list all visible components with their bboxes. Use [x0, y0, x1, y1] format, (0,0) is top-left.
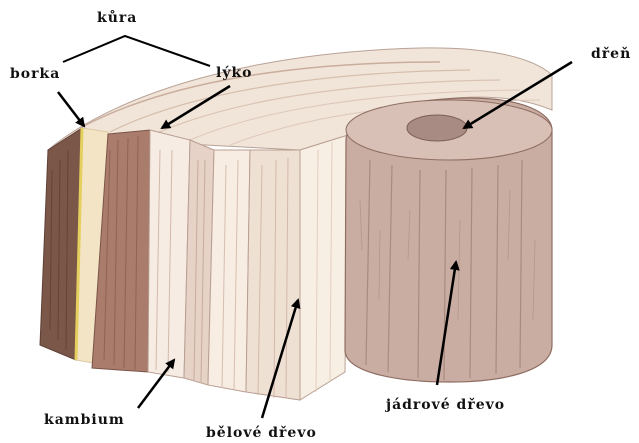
sapwood-slab-4 [246, 150, 300, 400]
sapwood-slab-3 [208, 150, 250, 392]
borka-arrow [58, 92, 84, 126]
label-dren: dřeň [591, 47, 631, 61]
label-lyko: lýko [216, 66, 253, 80]
kura-bracket [63, 36, 210, 66]
label-kambium: kambium [44, 413, 125, 427]
label-borka: borka [10, 67, 60, 81]
label-kura: kůra [97, 11, 137, 25]
sapwood-slab-5 [300, 135, 348, 400]
label-jadrove-drevo: jádrové dřevo [386, 398, 505, 412]
label-belove-drevo: bělové dřevo [206, 426, 317, 440]
pith [407, 115, 467, 141]
